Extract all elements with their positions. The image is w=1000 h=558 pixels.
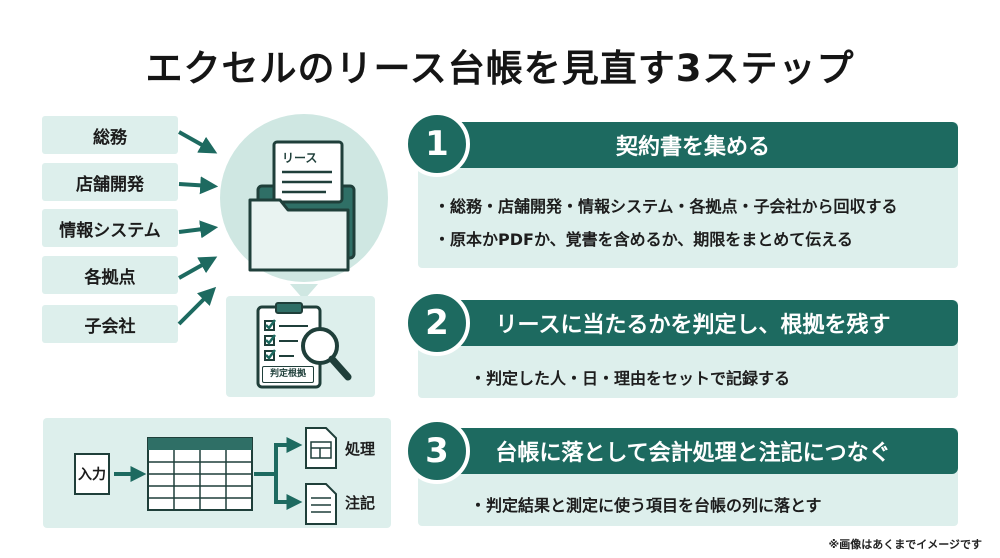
folder-illustration: リース (220, 114, 388, 300)
step-2-number: 2 (404, 290, 470, 356)
step-1-bullet-1: ・総務・店舗開発・情報システム・各拠点・子会社から回収する (434, 197, 898, 216)
step-2-bullet-1: ・判定した人・日・理由をセットで記録する (470, 369, 791, 388)
footnote: ※画像はあくまでイメージです (828, 538, 982, 551)
step-1-number: 1 (404, 111, 470, 177)
step-3-number: 3 (404, 418, 470, 484)
document-label: リース (282, 151, 317, 165)
output-label-notes: 注記 (345, 494, 376, 512)
flow-diagram (114, 427, 337, 525)
step-2-heading: リースに当たるかを判定し、根拠を残す (428, 300, 958, 346)
step-1-bullet-2: ・原本かPDFか、覚書を含めるか、期限をまとめて伝える (434, 230, 853, 249)
judgement-badge: 判定根拠 (262, 366, 314, 383)
department-box-soumu: 総務 (42, 116, 178, 154)
input-box: 入力 (74, 453, 110, 495)
collect-arrows (177, 130, 219, 326)
step-1-heading: 契約書を集める (428, 122, 958, 168)
department-box-kyoten: 各拠点 (42, 256, 178, 294)
step-3-bullet-1: ・判定結果と測定に使う項目を台帳の列に落とす (470, 496, 822, 515)
page-title: エクセルのリース台帳を見直す3ステップ (145, 47, 855, 90)
output-label-processing: 処理 (345, 440, 376, 458)
department-box-tenpo: 店舗開発 (42, 163, 178, 201)
department-box-kogaisha: 子会社 (42, 305, 178, 343)
department-box-joho: 情報システム (42, 209, 178, 247)
step-3-heading: 台帳に落として会計処理と注記につなぐ (428, 428, 958, 474)
